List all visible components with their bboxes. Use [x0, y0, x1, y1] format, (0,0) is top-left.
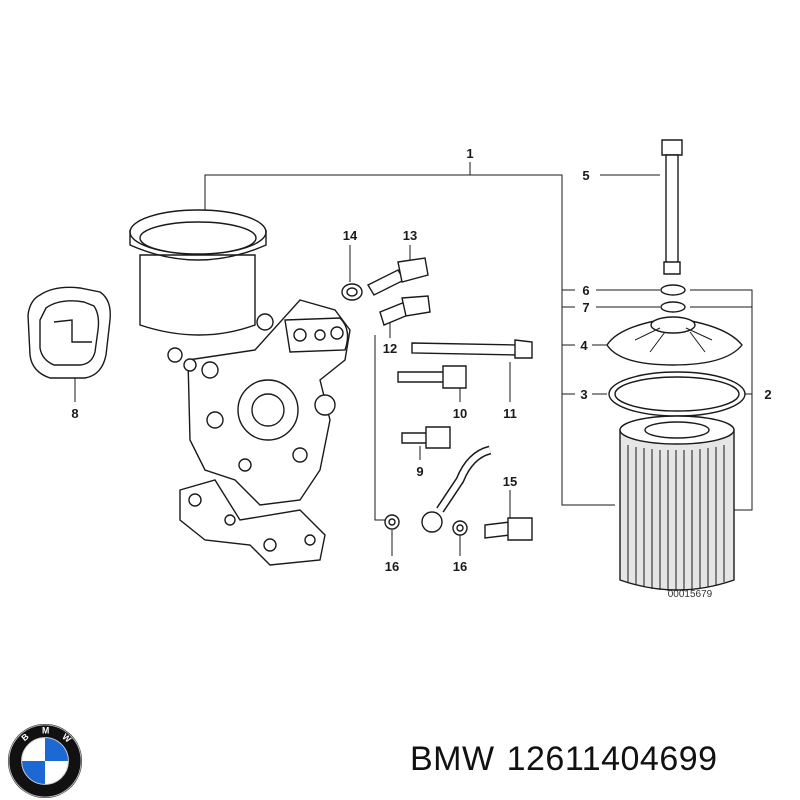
sensors-part [341, 257, 431, 326]
callout-5: 5 [582, 168, 589, 183]
callout-1: 1 [466, 146, 473, 161]
gasket-part [27, 286, 111, 379]
callout-10: 10 [453, 406, 467, 421]
callout-11: 11 [503, 406, 517, 421]
callout-15: 15 [503, 474, 517, 489]
callout-16-right: 16 [453, 559, 467, 574]
callout-9: 9 [416, 464, 423, 479]
callout-2: 2 [764, 387, 771, 402]
reference-number: 00015679 [668, 589, 713, 600]
callout-3: 3 [580, 387, 587, 402]
part-number: 12611404699 [506, 740, 718, 778]
callout-7: 7 [582, 300, 589, 315]
oil-line-part [384, 445, 533, 541]
callout-6: 6 [582, 283, 589, 298]
callout-12: 12 [383, 341, 397, 356]
brand-name: BMW [410, 740, 495, 778]
part-caption: BMW 12611404699 [410, 740, 730, 779]
svg-text:B: B [19, 731, 30, 743]
callout-14: 14 [343, 228, 358, 243]
bmw-logo-icon: B M W [7, 723, 83, 799]
callout-16-left: 16 [385, 559, 399, 574]
callout-8: 8 [71, 406, 78, 421]
leader-lines [74, 162, 753, 556]
bolts-part [397, 339, 533, 449]
filter-kit-part [606, 139, 746, 591]
filter-pleats [627, 445, 725, 591]
callout-4: 4 [580, 338, 588, 353]
callout-labels: 1 2 3 4 5 6 7 8 9 10 11 12 13 14 15 16 1… [71, 146, 771, 600]
svg-text:M: M [42, 726, 49, 736]
filter-housing-part [129, 209, 351, 566]
callout-13: 13 [403, 228, 417, 243]
